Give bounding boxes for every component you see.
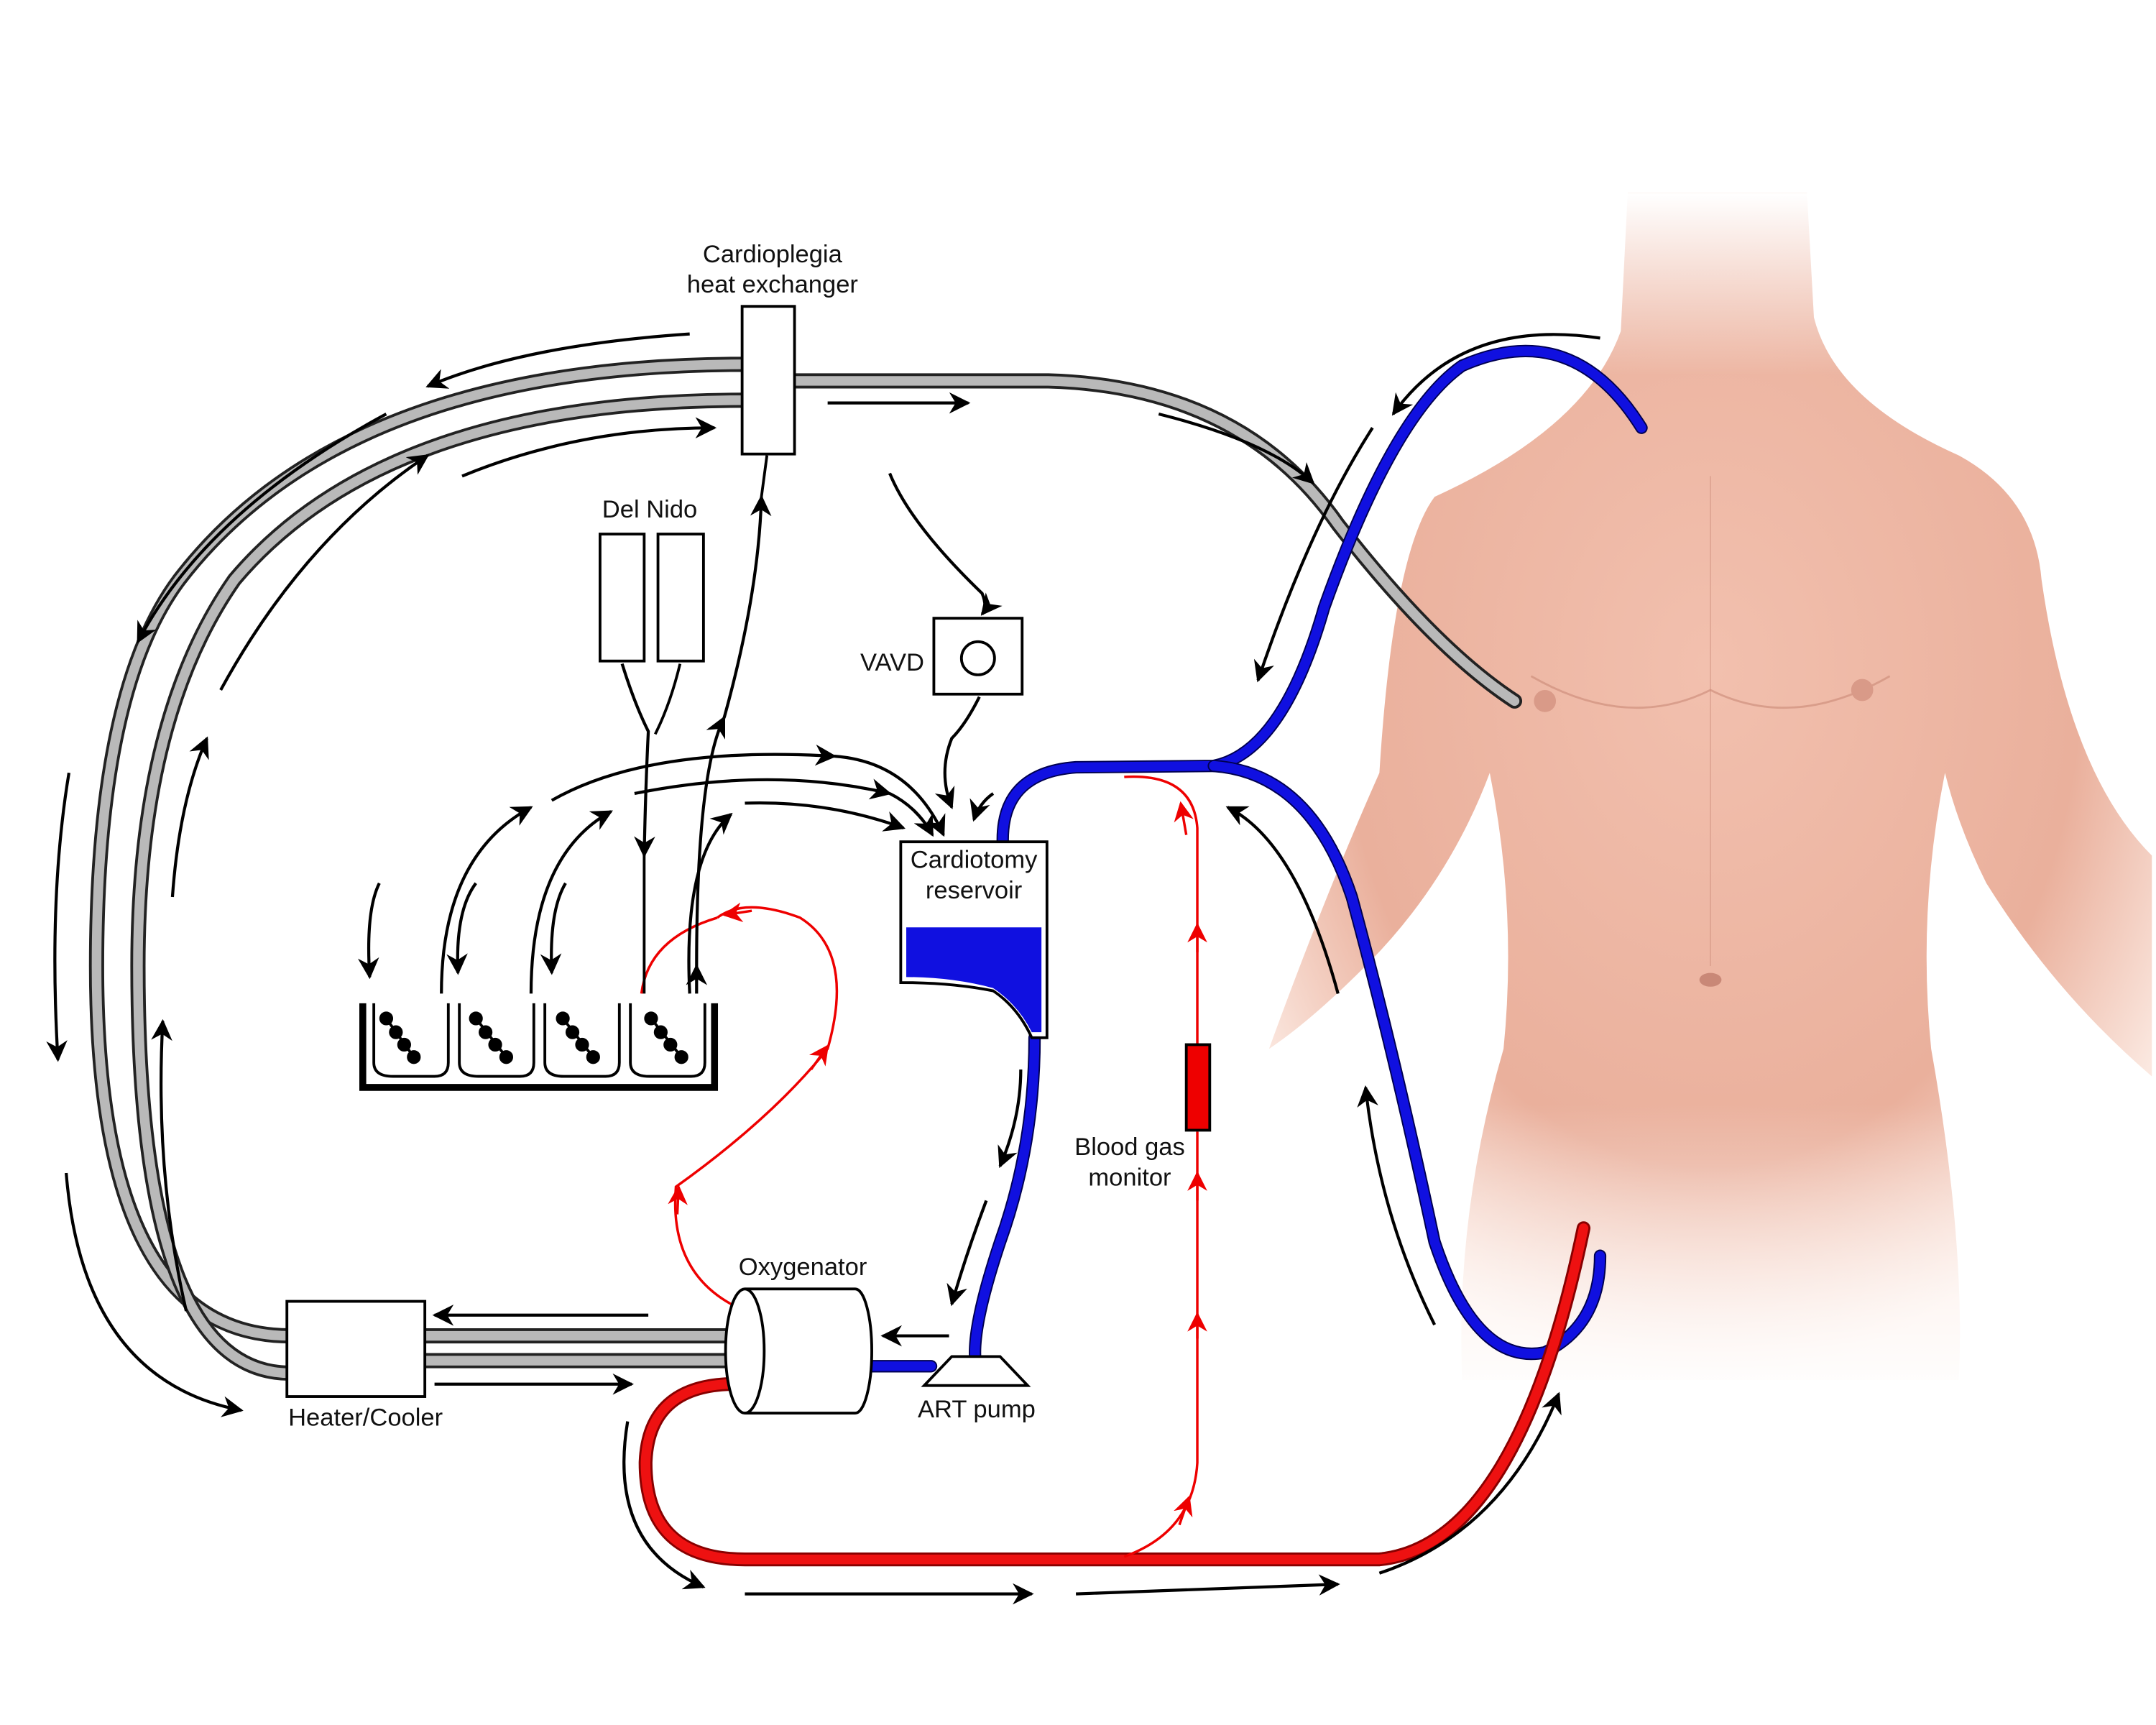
heater-cooler: Heater/Cooler [285,1300,443,1431]
reservoir-label-line1: Cardiotomy [911,847,1038,874]
art-pump-label: ART pump [918,1396,1036,1423]
vavd-gauge-icon [959,640,996,676]
art-pump: ART pump [918,1355,1036,1423]
blood-gas-monitor: Blood gas monitor [1074,1043,1212,1191]
cardioplegia-label-line2: heat exchanger [687,271,858,298]
patient-body [1241,193,2156,1408]
water-lines [88,356,1523,1381]
blood-gas-label-line1: Blood gas [1074,1133,1185,1161]
vavd-label: VAVD [860,649,924,676]
vavd-unit: VAVD [860,617,1024,696]
oxygenator: Oxygenator [724,1254,873,1414]
del-nido-label: Del Nido [602,496,697,523]
del-nido-bags: Del Nido [599,496,705,663]
cardiotomy-reservoir: Cardiotomy reservoir [899,840,1049,1039]
cardioplegia-tray [359,1003,719,1091]
flow-arrows [46,332,1600,1605]
heater-cooler-label: Heater/Cooler [288,1404,443,1431]
oxygenator-label: Oxygenator [739,1254,867,1281]
cardioplegia-label-line1: Cardioplegia [703,241,843,268]
blood-gas-label-line2: monitor [1088,1164,1171,1191]
reservoir-label-line2: reservoir [926,877,1022,904]
cardioplegia-heat-exchanger: Cardioplegia heat exchanger [687,241,858,456]
